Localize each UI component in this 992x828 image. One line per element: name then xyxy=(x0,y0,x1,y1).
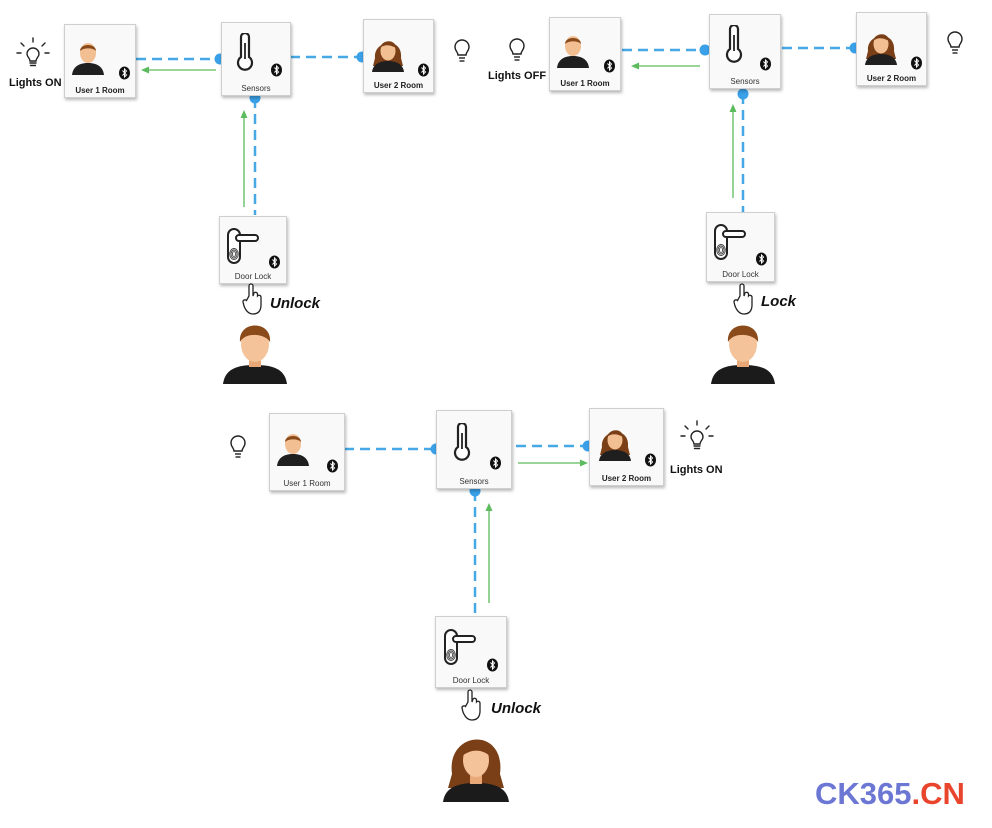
thermometer-icon xyxy=(451,421,473,466)
off-bulb-icon xyxy=(452,38,472,69)
lit-bulb-icon xyxy=(680,420,714,459)
light-status-label: Lights ON xyxy=(9,77,62,89)
action-label: Lock xyxy=(761,293,797,310)
bluetooth-icon xyxy=(603,59,616,78)
node-label: Sensors xyxy=(241,84,271,93)
thermometer-icon xyxy=(723,23,745,68)
node-label: User 2 Room xyxy=(601,474,652,483)
arrowhead xyxy=(631,62,639,70)
node-label: User 2 Room xyxy=(866,74,917,83)
bluetooth-icon xyxy=(270,63,283,82)
light-status-label: Lights ON xyxy=(670,464,723,476)
female-user-icon xyxy=(369,36,407,77)
thermometer-icon xyxy=(234,31,256,76)
node-dot xyxy=(699,44,711,56)
tap-hand-icon xyxy=(242,282,264,321)
node-label: Sensors xyxy=(730,77,760,86)
node-label: Door Lock xyxy=(452,676,490,685)
male-actor-icon xyxy=(710,320,776,389)
bluetooth-icon xyxy=(326,459,339,478)
arrowhead xyxy=(141,66,149,74)
bluetooth-icon xyxy=(486,658,499,677)
sensors-node[interactable]: Sensors xyxy=(709,14,781,89)
sensors-node[interactable]: Sensors xyxy=(436,410,512,489)
node-label: User 1 Room xyxy=(560,79,610,88)
node-label: Door Lock xyxy=(722,270,759,279)
user2-room-node[interactable]: User 2 Room xyxy=(589,408,664,486)
female-user-icon xyxy=(596,425,634,466)
watermark-domain: .CN xyxy=(911,776,965,811)
off-bulb-icon xyxy=(945,30,965,61)
door-lock-node[interactable]: Door Lock xyxy=(706,212,775,282)
bluetooth-icon xyxy=(417,63,430,82)
bluetooth-icon xyxy=(759,57,772,76)
male-user-icon xyxy=(70,39,106,80)
node-label: User 2 Room xyxy=(373,81,424,90)
node-label: Sensors xyxy=(459,477,489,486)
user1-room-node[interactable]: User 1 Room xyxy=(549,17,621,91)
bluetooth-icon xyxy=(489,456,502,475)
tap-hand-icon xyxy=(733,282,755,321)
fingerprint-lock-icon xyxy=(226,227,260,270)
bluetooth-icon xyxy=(268,255,281,274)
tap-hand-icon xyxy=(461,688,483,727)
female-actor-icon xyxy=(440,730,512,807)
arrowhead xyxy=(580,459,588,467)
bluetooth-icon xyxy=(910,56,923,75)
action-label: Unlock xyxy=(270,295,321,312)
fingerprint-lock-icon xyxy=(443,628,477,671)
watermark-brand: CK365 xyxy=(815,776,912,811)
male-user-icon xyxy=(555,32,591,73)
user1-room-node[interactable]: User 1 Room xyxy=(64,24,136,98)
off-bulb-icon xyxy=(228,434,248,465)
node-label: User 1 Room xyxy=(75,86,125,95)
door-lock-node[interactable]: Door Lock xyxy=(219,216,287,284)
arrowhead xyxy=(240,110,248,118)
node-label: Door Lock xyxy=(234,272,272,281)
lit-bulb-icon xyxy=(16,37,50,76)
male-actor-icon xyxy=(222,320,288,389)
door-lock-node[interactable]: Door Lock xyxy=(435,616,507,688)
off-bulb-icon xyxy=(507,37,527,68)
node-dot xyxy=(737,88,749,100)
bluetooth-icon xyxy=(755,252,768,271)
female-user-icon xyxy=(862,29,900,70)
male-user-icon xyxy=(275,430,311,471)
arrowhead xyxy=(485,503,493,511)
bluetooth-icon xyxy=(644,453,657,472)
user2-room-node[interactable]: User 2 Room xyxy=(856,12,927,86)
user1-room-node[interactable]: User 1 Room xyxy=(269,413,345,491)
light-status-label: Lights OFF xyxy=(488,70,547,82)
bluetooth-icon xyxy=(118,66,131,85)
node-label: User 1 Room xyxy=(283,479,331,488)
watermark-logo: CK365.CN xyxy=(815,776,965,812)
arrowhead xyxy=(729,104,737,112)
action-label: Unlock xyxy=(491,700,542,717)
sensors-node[interactable]: Sensors xyxy=(221,22,291,96)
user2-room-node[interactable]: User 2 Room xyxy=(363,19,434,93)
fingerprint-lock-icon xyxy=(713,223,747,266)
